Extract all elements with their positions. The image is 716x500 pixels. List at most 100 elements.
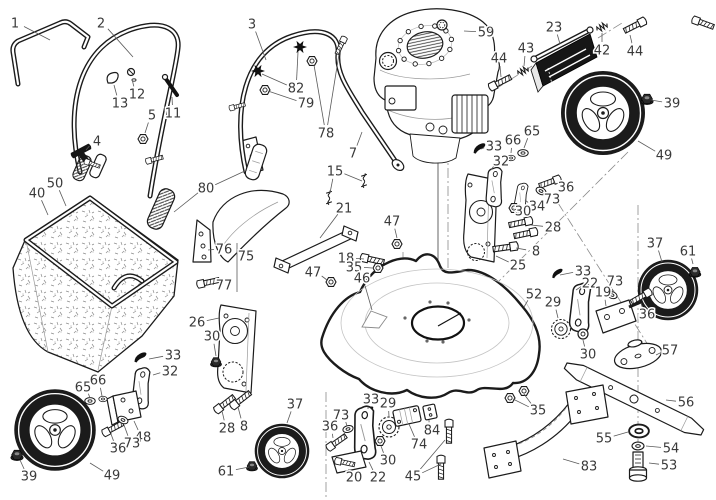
leader-line (88, 393, 91, 399)
gear-plate-26 (209, 304, 257, 416)
leader-line (648, 462, 660, 465)
bolt-45 (436, 454, 446, 480)
leader-line (206, 317, 220, 321)
part-number-label: 57 (662, 344, 679, 359)
leader-line (19, 459, 25, 470)
part-number-label: 36 (639, 308, 656, 323)
part-number-label: 66 (90, 374, 107, 389)
leader-line (562, 458, 580, 465)
part-number-label: 73 (607, 275, 624, 290)
spring-42 (594, 20, 610, 34)
part-number-label: 74 (411, 438, 428, 453)
nut-78 (306, 56, 318, 66)
leader-line (463, 30, 477, 32)
part-number-label: 25 (510, 259, 527, 274)
mower-deck (320, 253, 541, 399)
knob-4 (70, 143, 92, 163)
leader-line (582, 339, 585, 347)
leader-line (355, 258, 365, 260)
handle-grip-80 (146, 188, 176, 230)
part-number-label: 48 (135, 431, 152, 446)
leader-line (152, 372, 161, 376)
rope-guide-15 (360, 172, 368, 189)
star-knob-82 (293, 40, 307, 54)
leader-line (89, 462, 104, 472)
leader-line (604, 299, 607, 307)
leader-line (100, 387, 103, 397)
leader-line (368, 461, 374, 471)
leader-line (513, 207, 515, 209)
lock-washer-54 (631, 441, 645, 451)
leader-line (23, 26, 51, 41)
leader-line (327, 47, 341, 126)
leader-line (512, 398, 529, 408)
right-adjuster-cluster (550, 268, 654, 340)
leader-line (629, 34, 633, 44)
axle-nut-61 (688, 266, 702, 278)
part-number-label: 82 (288, 82, 305, 97)
part-number-label: 8 (532, 245, 540, 260)
leader-line (133, 420, 139, 431)
part-number-label: 33 (575, 265, 592, 280)
support-bar-21 (273, 225, 359, 274)
part-number-label: 59 (478, 26, 495, 41)
part-number-label: 22 (582, 277, 599, 292)
leader-line (419, 439, 446, 471)
leader-line (523, 393, 532, 405)
left-wheel-bracket-cluster (84, 352, 158, 438)
leader-line (523, 138, 529, 149)
part-number-label: 50 (47, 177, 64, 192)
part-number-label: 78 (318, 127, 335, 142)
washer-73 (341, 423, 355, 435)
blade-56 (563, 362, 705, 436)
part-number-label: 11 (165, 107, 182, 122)
part-number-label: 37 (287, 398, 304, 413)
part-number-label: 32 (162, 365, 179, 380)
part-number-label: 49 (104, 469, 121, 484)
leader-line (267, 90, 297, 101)
leader-line (552, 181, 557, 185)
leader-line (131, 78, 135, 87)
bolt-36 (324, 432, 349, 453)
part-number-label: 13 (112, 97, 129, 112)
part-number-label: 52 (526, 288, 543, 303)
leader-line (490, 166, 494, 171)
bracket-19 (595, 299, 637, 334)
leader-line (665, 399, 677, 402)
leader-line (144, 122, 149, 134)
part-number-label: 28 (219, 422, 236, 437)
leader-line (524, 199, 529, 203)
leader-line (58, 190, 67, 207)
part-number-label: 47 (305, 266, 322, 281)
leader-line (221, 410, 225, 421)
part-number-label: 43 (518, 42, 535, 57)
leader-line (364, 285, 373, 311)
leader-line (408, 423, 415, 437)
leader-line (510, 147, 512, 154)
part-number-label: 35 (530, 404, 547, 419)
part-number-label: 29 (380, 397, 397, 412)
part-number-label: 77 (216, 279, 233, 294)
part-number-label: 55 (596, 432, 613, 447)
leader-line (515, 247, 527, 251)
part-number-label: 29 (545, 296, 562, 311)
leader-line (213, 343, 217, 357)
bolt-28 (512, 226, 539, 241)
leader-line (613, 431, 629, 437)
part-number-label: 34 (529, 200, 546, 215)
recoil-grille (406, 31, 444, 59)
nut-35 (504, 393, 516, 403)
leader-line (559, 272, 574, 276)
part-number-label: 20 (346, 471, 363, 486)
part-number-label: 46 (354, 272, 371, 287)
part-number-label: 7 (349, 147, 357, 162)
leader-line (286, 411, 292, 424)
blade-bolt-53 (628, 451, 648, 482)
part-number-label: 5 (148, 109, 156, 124)
part-number-label: 65 (524, 125, 541, 140)
leader-line (107, 28, 134, 58)
part-number-label: 30 (380, 454, 397, 469)
washer-65 (84, 397, 96, 405)
